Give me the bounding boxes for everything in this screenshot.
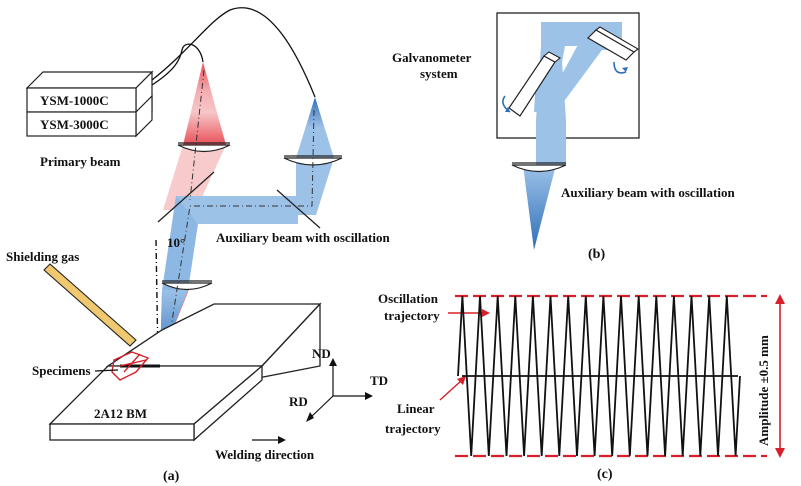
galvanometer-label-line1: Galvanometer bbox=[392, 50, 472, 65]
lens-auxiliary bbox=[283, 155, 343, 166]
laser-box-top bbox=[26, 87, 137, 113]
fiber-auxiliary bbox=[151, 7, 316, 98]
panel-c: Oscillation trajectory Linear trajectory… bbox=[378, 291, 785, 482]
axis-td-label: TD bbox=[370, 373, 388, 388]
galvo-beam-focus bbox=[523, 165, 556, 250]
fiber-primary bbox=[151, 43, 204, 86]
specimens-label: Specimens bbox=[32, 363, 91, 378]
specimen-marker bbox=[111, 351, 150, 381]
oscillation-trajectory bbox=[457, 295, 741, 457]
aux-beam-label-a: Auxiliary beam with oscillation bbox=[216, 230, 390, 245]
lens-focus bbox=[161, 280, 213, 291]
lens-primary bbox=[177, 142, 231, 153]
aux-beam-horizontal bbox=[176, 196, 298, 224]
panel-b: Galvanometer system Auxiliary beam with … bbox=[392, 12, 735, 262]
primary-beam-upper bbox=[183, 62, 226, 145]
amplitude-arrowhead-bottom bbox=[775, 448, 785, 458]
axis-auxiliary bbox=[165, 109, 315, 361]
galvo-mirror-left bbox=[502, 51, 561, 117]
specimen-plates bbox=[48, 302, 322, 442]
caption-a: (a) bbox=[163, 469, 180, 484]
linear-leader bbox=[439, 379, 463, 401]
welding-direction-label: Welding direction bbox=[215, 447, 315, 462]
primary-beam-label: Primary beam bbox=[40, 154, 121, 169]
mirror-right bbox=[276, 189, 321, 229]
coordinate-axes bbox=[306, 358, 373, 422]
amplitude-label: Amplitude ±0.5 mm bbox=[756, 335, 771, 446]
axis-nd-label: ND bbox=[312, 346, 331, 361]
aux-beam-vertical bbox=[292, 158, 334, 215]
laser-source-boxes: YSM-1000C YSM-3000C bbox=[25, 70, 154, 138]
base-metal-label: 2A12 BM bbox=[94, 406, 147, 421]
galvo-lens bbox=[511, 162, 567, 173]
aux-beam-label-b: Auxiliary beam with oscillation bbox=[561, 185, 735, 200]
axis-primary bbox=[189, 69, 205, 201]
linear-label-line2: trajectory bbox=[385, 421, 441, 436]
specimens-leader bbox=[94, 369, 119, 372]
linear-label-line1: Linear bbox=[397, 401, 435, 416]
caption-c: (c) bbox=[597, 467, 613, 482]
axis-rd-label: RD bbox=[289, 394, 308, 409]
laser-label-bottom: YSM-3000C bbox=[40, 117, 109, 132]
shielding-gas-label: Shielding gas bbox=[6, 249, 79, 264]
mirror-left bbox=[157, 171, 215, 223]
oscillation-label-line1: Oscillation bbox=[378, 291, 439, 306]
galvanometer-label-line2: system bbox=[420, 66, 458, 81]
gas-nozzle bbox=[43, 263, 137, 347]
oscillation-label-line2: trajectory bbox=[384, 308, 440, 323]
angle-label: 10° bbox=[167, 235, 185, 250]
caption-b: (b) bbox=[588, 247, 605, 262]
welding-direction-arrowhead bbox=[278, 436, 286, 444]
galvo-beam-lower bbox=[536, 120, 566, 165]
panel-a: YSM-1000C YSM-3000C Primary beam bbox=[6, 7, 390, 484]
linear-leader-arrowhead bbox=[457, 376, 466, 385]
amplitude-arrowhead-top bbox=[775, 294, 785, 304]
galvo-mirror-right bbox=[587, 26, 639, 74]
laser-label-top: YSM-1000C bbox=[40, 93, 109, 108]
laser-box-bottom bbox=[26, 111, 137, 137]
oscillation-leader-arrowhead bbox=[482, 309, 490, 317]
aux-beam-top bbox=[296, 97, 334, 158]
primary-beam-middle bbox=[163, 145, 226, 210]
